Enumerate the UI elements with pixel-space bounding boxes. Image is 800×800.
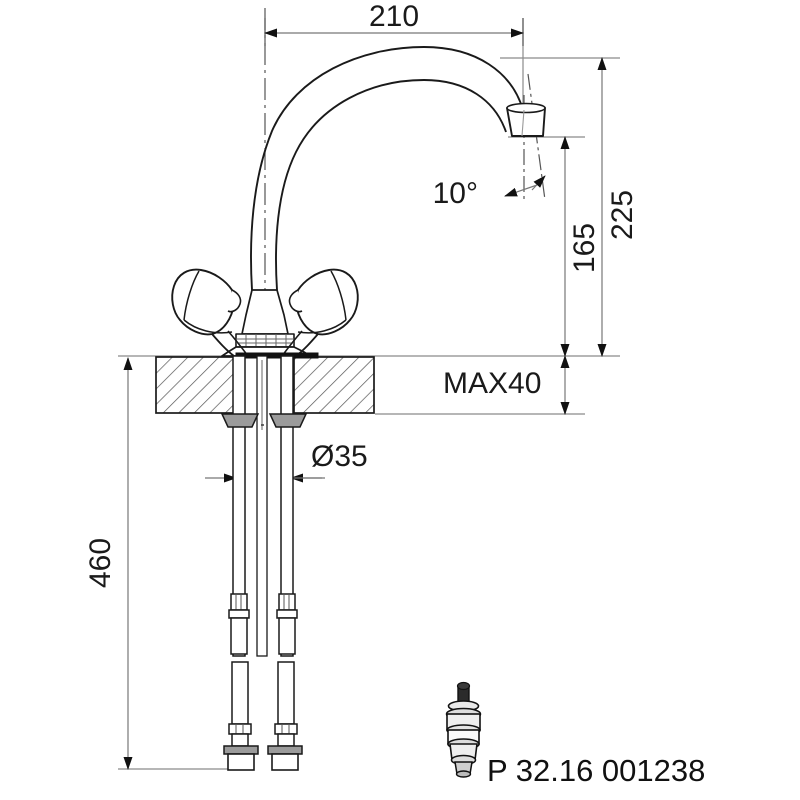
dim-label-10deg: 10° [433,177,478,210]
aerator-top-ring [506,102,546,114]
dim-spout-height-total: 225 [597,57,639,357]
dim-shank-length: 460 [84,357,133,770]
dimension-lines [118,8,620,770]
spout-riser [241,289,289,335]
spout-outer-curve [250,46,524,291]
shank-end-nuts [223,733,303,771]
shank-lower-body [228,661,298,735]
dim-spout-height-outlet: 165 [560,136,601,357]
dim-label-210: 210 [369,0,419,33]
faucet-assembly [171,46,546,357]
shank-right-tube [280,355,294,657]
handle-right [281,268,359,357]
dim-label-d35: Ø35 [311,440,368,473]
riser-collar [235,333,295,348]
dim-label-165: 165 [568,223,601,273]
dim-spout-reach: 210 [264,0,524,46]
dim-label-max40: MAX40 [443,367,541,400]
countertop-left [155,356,237,414]
shank-center-tube [256,355,268,657]
part-number-label: P 32.16 001238 [487,753,705,788]
dim-deck-thickness: MAX40 [443,355,570,415]
shank-coupler-upper [228,593,298,655]
nut-right [268,413,308,428]
dim-label-460: 460 [84,538,117,588]
deck-gasket [235,352,319,359]
nut-left [220,413,260,428]
centerline-outlet-axis [527,73,546,201]
dim-outlet-angle: 10° [433,175,546,210]
countertop-right [293,356,375,414]
handle-left [171,268,249,357]
shank-assembly [220,355,308,771]
dim-hole-diameter: Ø35 [205,440,368,483]
countertop-section [155,352,375,414]
cartridge-icon [445,681,482,778]
spout-inner-curve [275,79,507,291]
dim-label-225: 225 [606,190,639,240]
shank-left-tube [232,355,246,657]
